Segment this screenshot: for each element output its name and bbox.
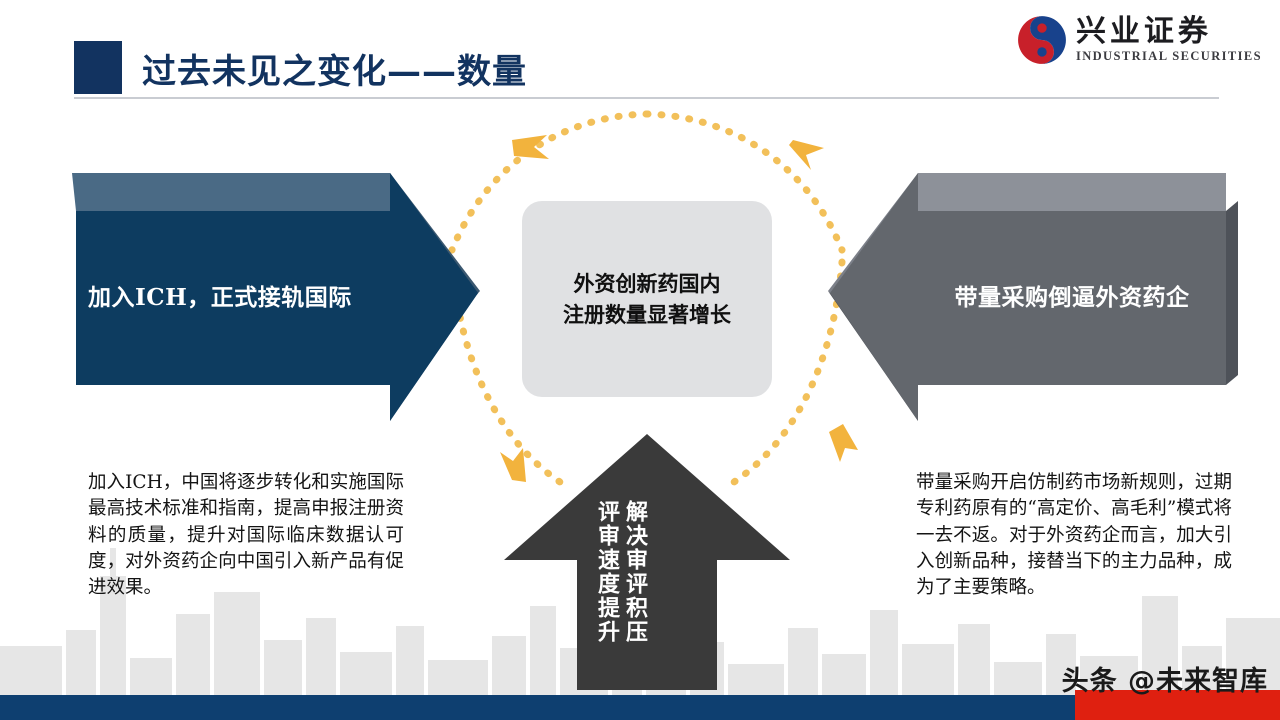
left-arrow-label: 加入ICH，正式接轨国际 — [88, 284, 352, 311]
up-arrow-shape — [504, 434, 790, 690]
right-description-text: 带量采购开启仿制药市场新规则，过期专利药原有的“高定价、高毛利”模式将一去不返。… — [916, 472, 1232, 599]
up-arrow-label-left: 评审速度提升 — [594, 500, 620, 644]
brand-logo: 兴业证券 INDUSTRIAL SECURITIES — [1016, 14, 1262, 66]
right-arrow-shape — [828, 173, 1238, 421]
swirl-logo-icon — [1018, 16, 1066, 64]
title-accent-square — [74, 41, 122, 94]
left-description-text: 加入ICH，中国将逐步转化和实施国际最高技术标准和指南，提高申报注册资料的质量，… — [88, 472, 404, 599]
right-arrow-label: 带量采购倒逼外资药企 — [954, 284, 1190, 311]
footer-bar-red — [1075, 690, 1280, 720]
source-watermark: 头条 @未来智库 — [1061, 666, 1268, 697]
logo-english-name: INDUSTRIAL SECURITIES — [1075, 48, 1262, 63]
title-divider — [74, 97, 1219, 99]
left-arrow-shape — [72, 173, 480, 421]
center-outcome-label: 外资创新药国内 注册数量显著增长 — [563, 270, 731, 328]
page-title: 过去未见之变化——数量 — [142, 52, 527, 92]
up-arrow-label-right: 解决审评积压 — [622, 500, 648, 644]
center-outcome-box: 外资创新药国内 注册数量显著增长 — [522, 201, 772, 397]
logo-chinese-name: 兴业证券 — [1075, 14, 1212, 50]
up-arrow-labels: 解决审评积压 评审速度提升 — [594, 500, 648, 644]
footer-bar-blue — [0, 695, 1080, 720]
